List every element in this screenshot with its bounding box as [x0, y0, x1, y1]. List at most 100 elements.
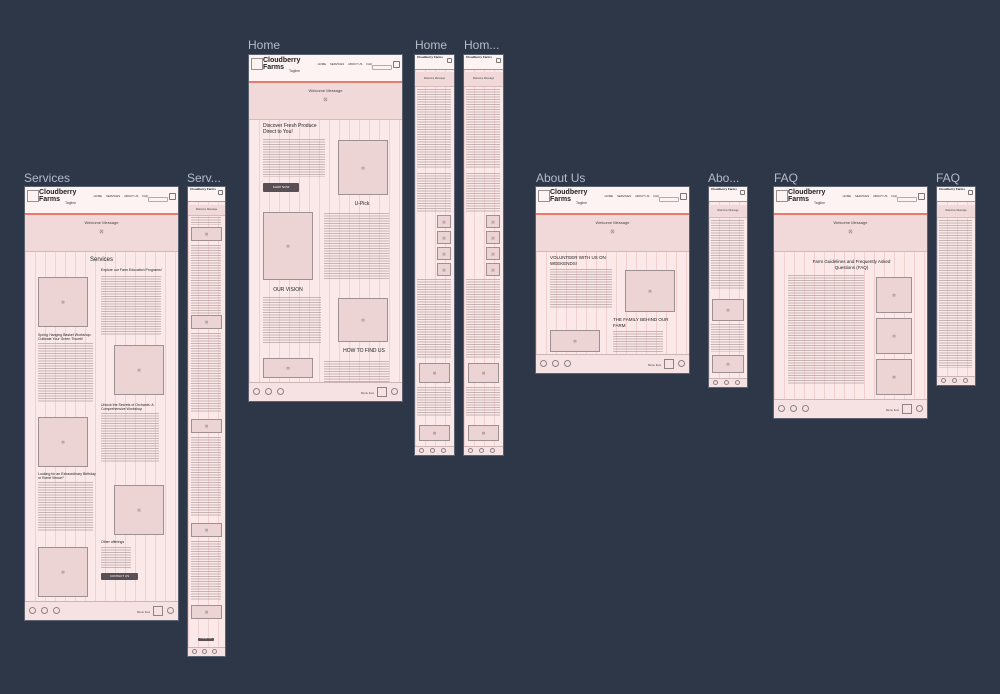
frame-label-about[interactable]: About Us: [536, 171, 586, 185]
footer-menu-item[interactable]: Menu Item: [648, 363, 662, 367]
gear-icon[interactable]: [167, 607, 174, 614]
shop-now-button[interactable]: SHOP NOW: [263, 183, 299, 192]
main-nav: HOME SERVICES ABOUT US FAQ: [318, 62, 372, 66]
site-footer: Menu Item: [25, 601, 178, 620]
service-image-3: [191, 419, 222, 433]
home-image-3: [437, 247, 451, 260]
social-icon[interactable]: [790, 405, 797, 412]
nav-home[interactable]: HOME: [317, 62, 327, 66]
heart-icon[interactable]: [53, 607, 60, 614]
frame-label-about-mobile[interactable]: Abo...: [708, 171, 740, 185]
nav-faq[interactable]: FAQ: [366, 62, 372, 66]
home-image-4: [437, 263, 451, 276]
family-text: [613, 331, 663, 353]
heart-icon[interactable]: [802, 405, 809, 412]
heart-icon[interactable]: [277, 388, 284, 395]
heart-icon[interactable]: [490, 448, 495, 453]
social-icon[interactable]: [41, 607, 48, 614]
home-text-4: [466, 387, 500, 417]
nav-home[interactable]: HOME: [604, 194, 614, 198]
frame-services-mobile[interactable]: Cloudberry Farms Welcome Message CONTACT…: [188, 187, 225, 656]
social-icon[interactable]: [265, 388, 272, 395]
frame-label-services-mobile[interactable]: Serv...: [187, 171, 221, 185]
heart-icon[interactable]: [564, 360, 571, 367]
frame-faq-mobile[interactable]: Cloudberry Farms Welcome Message: [937, 187, 975, 385]
footer-menu-item[interactable]: Menu Item: [886, 408, 900, 412]
nav-home[interactable]: HOME: [93, 194, 103, 198]
nav-about[interactable]: ABOUT US: [873, 194, 888, 198]
social-icon[interactable]: [724, 380, 729, 385]
search-input[interactable]: [897, 197, 917, 202]
phone-icon[interactable]: [778, 405, 785, 412]
nav-about[interactable]: ABOUT US: [124, 194, 139, 198]
nav-faq[interactable]: FAQ: [653, 194, 659, 198]
phone-icon[interactable]: [192, 649, 197, 654]
phone-icon[interactable]: [540, 360, 547, 367]
cart-icon[interactable]: [680, 193, 687, 200]
contact-us-button[interactable]: CONTACT US: [101, 573, 138, 580]
phone-icon[interactable]: [253, 388, 260, 395]
phone-icon[interactable]: [468, 448, 473, 453]
search-input[interactable]: [372, 65, 392, 70]
gear-icon[interactable]: [391, 388, 398, 395]
cart-icon[interactable]: [740, 190, 745, 195]
nav-about[interactable]: ABOUT US: [635, 194, 650, 198]
heart-icon[interactable]: [963, 378, 968, 383]
frame-label-faq[interactable]: FAQ: [774, 171, 799, 185]
nav-faq[interactable]: FAQ: [891, 194, 897, 198]
service-image-2: [191, 315, 222, 329]
footer-menu-item[interactable]: Menu Item: [137, 610, 151, 614]
cart-icon[interactable]: [447, 58, 452, 63]
phone-icon[interactable]: [29, 607, 36, 614]
frame-label-services[interactable]: Services: [24, 171, 71, 185]
heart-icon[interactable]: [735, 380, 740, 385]
frame-label-home-mobile-1[interactable]: Home: [415, 38, 448, 52]
home-image-2: [486, 231, 500, 244]
phone-icon[interactable]: [941, 378, 946, 383]
social-icon[interactable]: [202, 649, 207, 654]
cart-icon[interactable]: [169, 193, 176, 200]
cart-icon[interactable]: [968, 190, 973, 195]
nav-services[interactable]: SERVICES: [106, 194, 121, 198]
frame-label-home-mobile-2[interactable]: Hom...: [464, 38, 500, 52]
cart-icon[interactable]: [218, 190, 223, 195]
welcome-message: Welcome Message: [308, 88, 343, 93]
nav-services[interactable]: SERVICES: [855, 194, 870, 198]
footer-menu-item[interactable]: Menu Item: [361, 391, 375, 395]
frame-home-mobile-2[interactable]: Cloudberry Farms Welcome Message: [464, 55, 503, 455]
nav-services[interactable]: SERVICES: [617, 194, 632, 198]
social-icon[interactable]: [479, 448, 484, 453]
site-footer: Menu Item: [536, 354, 689, 373]
search-input[interactable]: [659, 197, 679, 202]
social-icon[interactable]: [552, 360, 559, 367]
frame-home-mobile-1[interactable]: Cloudberry Farms Welcome Message: [415, 55, 454, 455]
cart-icon[interactable]: [393, 61, 400, 68]
service-heading-1: Explore our Farm Education Programs!: [101, 268, 162, 272]
welcome-message: Welcome Message: [195, 208, 218, 211]
gear-icon[interactable]: [916, 405, 923, 412]
phone-icon[interactable]: [713, 380, 718, 385]
cart-icon[interactable]: [496, 58, 501, 63]
social-icon[interactable]: [952, 378, 957, 383]
search-input[interactable]: [148, 197, 168, 202]
frame-about-mobile[interactable]: Cloudberry Farms Welcome Message: [709, 187, 747, 387]
heart-icon[interactable]: [441, 448, 446, 453]
phone-icon[interactable]: [419, 448, 424, 453]
footer-box: [902, 404, 912, 414]
gear-icon[interactable]: [678, 360, 685, 367]
nav-about[interactable]: ABOUT US: [348, 62, 363, 66]
nav-home[interactable]: HOME: [842, 194, 852, 198]
social-icon[interactable]: [430, 448, 435, 453]
frame-label-home[interactable]: Home: [248, 38, 281, 52]
nav-faq[interactable]: FAQ: [142, 194, 148, 198]
contact-us-button[interactable]: CONTACT US: [198, 638, 214, 641]
frame-label-faq-mobile[interactable]: FAQ: [936, 171, 961, 185]
cart-icon[interactable]: [918, 193, 925, 200]
nav-services[interactable]: SERVICES: [330, 62, 345, 66]
heart-icon[interactable]: [212, 649, 217, 654]
